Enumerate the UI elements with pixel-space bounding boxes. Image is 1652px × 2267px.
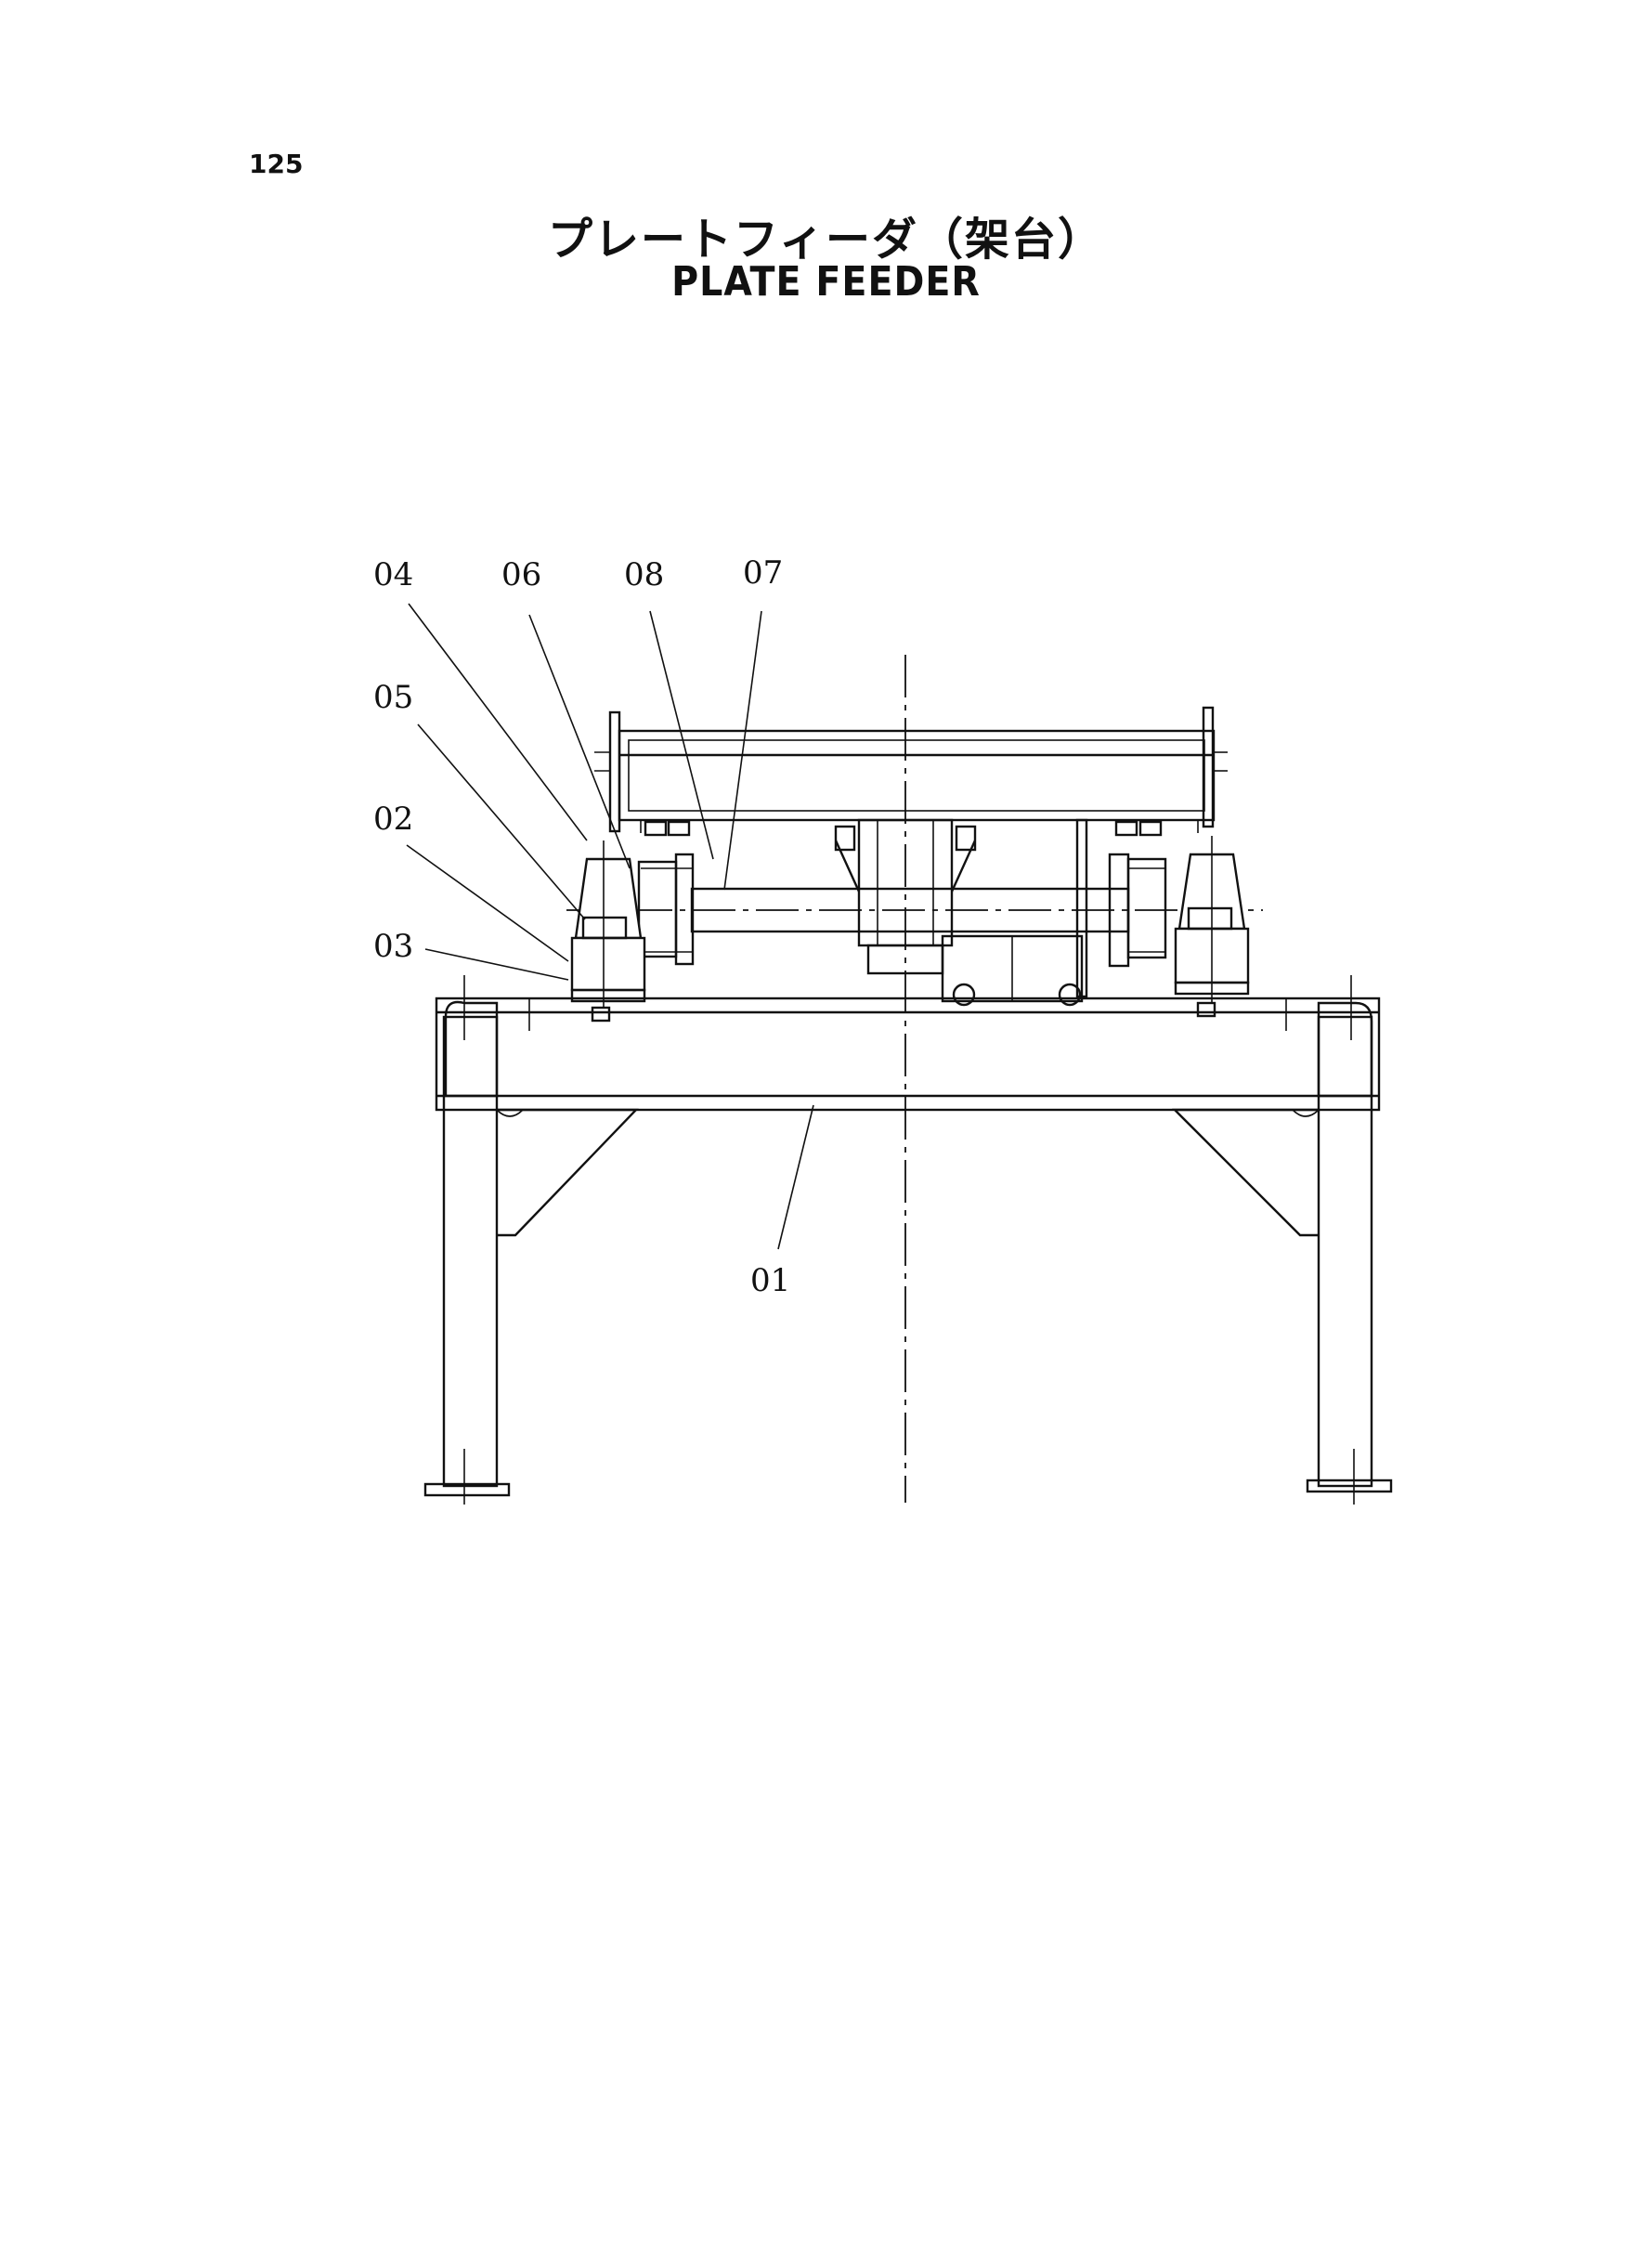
upper-bolts xyxy=(644,820,1163,837)
callout-02: 02 xyxy=(373,801,413,838)
callout-07: 07 xyxy=(743,554,783,592)
callout-04: 04 xyxy=(373,556,413,593)
right-bearing xyxy=(1174,836,1250,1018)
callout-06: 06 xyxy=(501,556,541,593)
title-english: PLATE FEEDER xyxy=(671,258,981,306)
left-bearing xyxy=(570,840,646,1023)
leader-lines xyxy=(406,603,814,1250)
feeder-top-frame xyxy=(594,706,1228,833)
callout-03: 03 xyxy=(373,928,413,965)
callout-08: 08 xyxy=(624,556,664,593)
shaft xyxy=(566,887,1263,933)
right-wheel xyxy=(1108,853,1167,968)
page-number: 125 xyxy=(249,149,304,179)
stand-frame xyxy=(423,975,1393,1505)
callout-05: 05 xyxy=(373,679,413,716)
callout-01: 01 xyxy=(750,1262,790,1299)
center-bracket xyxy=(834,818,1088,1007)
left-wheel xyxy=(637,853,695,966)
title-japanese: プレートフィーダ（架台） xyxy=(547,214,1105,266)
